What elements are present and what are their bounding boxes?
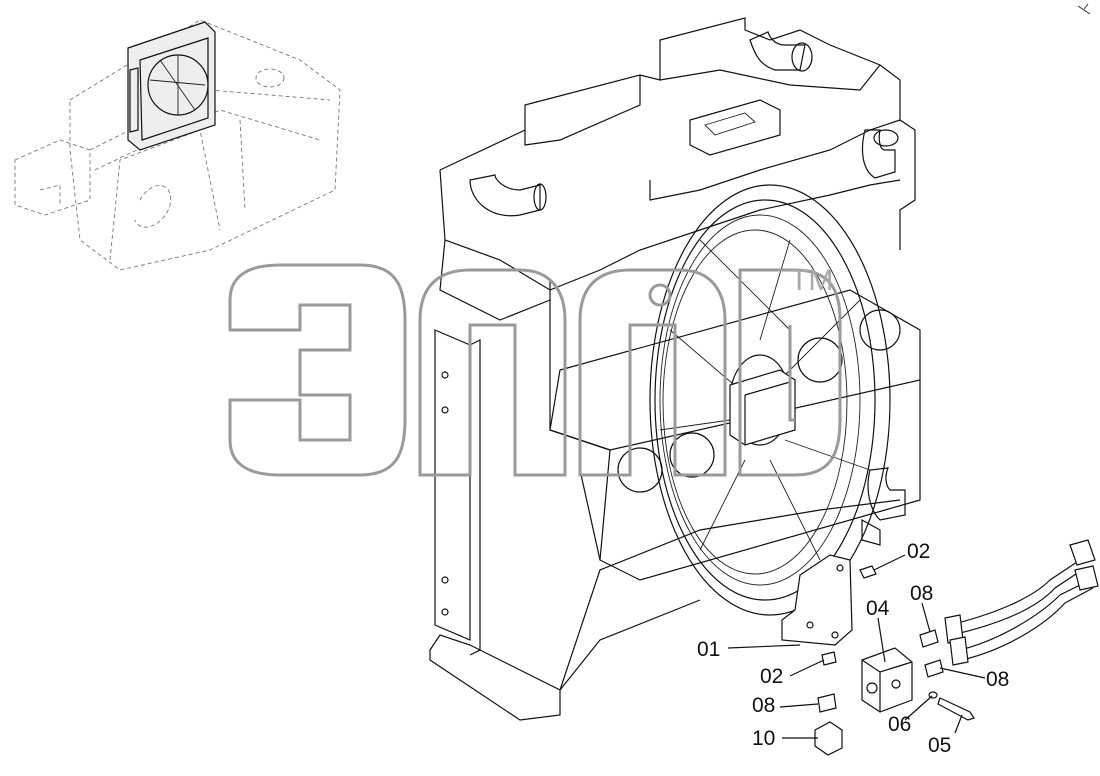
valve-block-part-04 — [861, 647, 913, 713]
fitting-part-08-left — [817, 693, 837, 713]
fitting-part-08-right — [924, 659, 944, 678]
hydraulic-hoses — [944, 539, 1099, 666]
callout-02-upper: 02 — [907, 540, 930, 563]
callout-08-top: 08 — [910, 582, 933, 605]
callout-02-lower: 02 — [760, 665, 783, 688]
corner-arrow-icon — [1077, 3, 1091, 15]
bolt-part-02-upper — [859, 565, 877, 579]
callout-08-right: 08 — [986, 668, 1009, 691]
callout-04: 04 — [866, 597, 890, 620]
leader-lines — [727, 554, 986, 739]
callout-01: 01 — [697, 638, 720, 661]
callout-10: 10 — [752, 727, 775, 750]
trademark-mark: TM — [790, 264, 833, 297]
bracket-part-01 — [781, 554, 853, 646]
elbow-fitting-part-10 — [814, 721, 843, 756]
bolt-part-05 — [937, 697, 975, 721]
callout-08-left: 08 — [752, 694, 775, 717]
fitting-part-08-top — [919, 629, 939, 648]
3apd-logo — [228, 263, 842, 477]
bolt-part-02-lower — [821, 651, 837, 666]
callout-05: 05 — [928, 734, 951, 757]
radiator-assembly — [429, 17, 921, 721]
machine-location-inset-icon — [14, 19, 341, 271]
callout-06: 06 — [888, 713, 911, 736]
